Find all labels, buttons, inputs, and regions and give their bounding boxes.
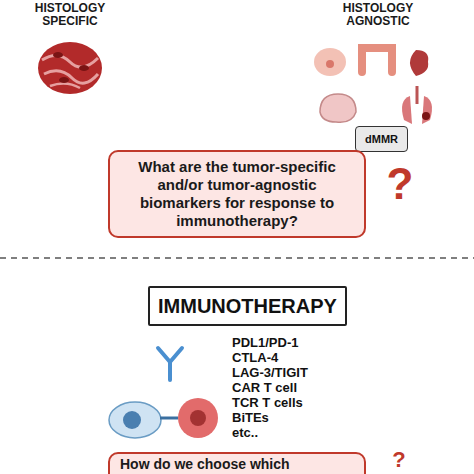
cell-illustration: [109, 398, 218, 438]
question-box: How do we choose which: [108, 452, 366, 474]
therapy-item: PDL1/PD-1: [232, 336, 372, 350]
section-heading: HISTOLOGY SPECIFIC: [20, 2, 120, 28]
marker-box: dMMR: [355, 126, 408, 152]
question-mark: ?: [380, 160, 420, 208]
organ-icons: [314, 48, 432, 124]
antibody-icon: [158, 348, 182, 380]
tissue-illustration: [38, 42, 102, 94]
question-box: What are the tumor-specific and/or tumor…: [108, 150, 366, 238]
therapy-item: CTLA-4: [232, 351, 372, 365]
therapy-item: LAG-3/TIGIT: [232, 366, 372, 380]
section-heading: HISTOLOGY AGNOSTIC: [328, 2, 428, 28]
node-text: How do we choose which: [120, 456, 290, 472]
divider: [0, 257, 474, 259]
node-text: dMMR: [365, 133, 398, 145]
therapy-item: TCR T cells: [232, 396, 372, 410]
therapy-item: BiTEs: [232, 411, 372, 425]
node-text: What are the tumor-specific and/or tumor…: [120, 158, 354, 230]
therapy-item: etc..: [232, 426, 372, 440]
title-box: IMMUNOTHERAPY: [148, 286, 347, 326]
question-mark: ?: [384, 448, 414, 472]
therapy-item: CAR T cell: [232, 381, 372, 395]
node-text: IMMUNOTHERAPY: [158, 295, 337, 318]
